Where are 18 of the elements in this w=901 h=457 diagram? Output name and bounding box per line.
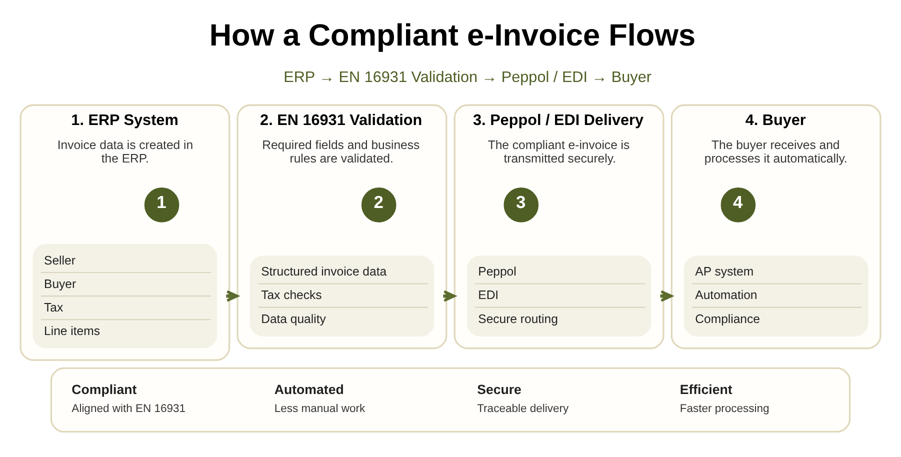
arrow [660,290,673,302]
label: ERP → EN 16931 Validation → Peppol / EDI → Buyer [284,68,652,86]
node-circle: 4 [720,187,756,222]
arrow [226,290,239,302]
node-circle: 2 [361,187,396,222]
node-box: Peppol EDI Secure routing [466,255,652,336]
node-text: Automated Less manual work [274,382,366,415]
node-box: Structured invoice data Tax checks Data quality [250,255,434,336]
node-box: Seller Buyer Tax Line items [32,243,218,348]
node-box: AP system Automation Compliance [684,255,868,336]
arrow [443,290,456,302]
node-text: Compliant Aligned with EN 16931 [72,382,186,415]
diagram-title: How a Compliant e-Invoice Flows [209,17,696,52]
node-text: Secure Traceable delivery [477,382,569,415]
node-circle: 3 [504,187,539,222]
node-circle: 1 [144,187,180,222]
node-text: Efficient Faster processing [680,382,770,415]
cluster [50,366,851,432]
